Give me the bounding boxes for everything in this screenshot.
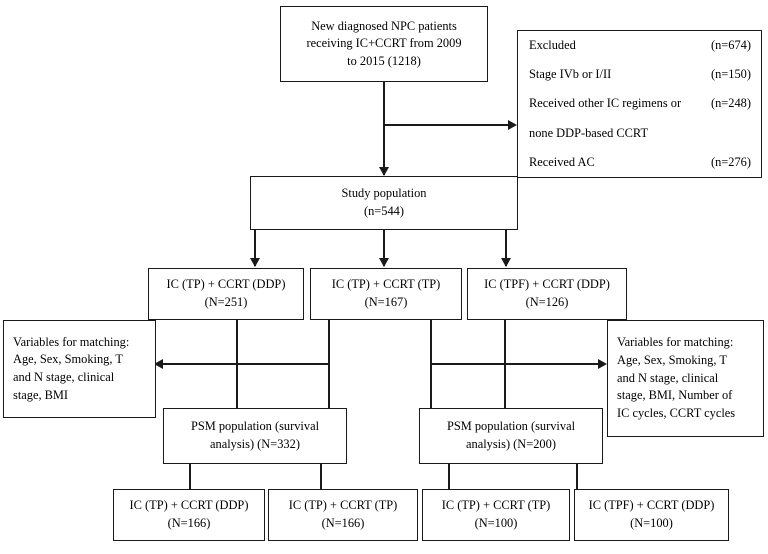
connector-study-to-group-b: [383, 230, 385, 266]
arrowhead-to-study-population: [379, 167, 389, 176]
excluded-count: (n=674): [710, 38, 751, 53]
excluded-label: Received other IC regimens or: [529, 96, 682, 111]
node-final-2-line1: IC (TP) + CCRT (TP): [288, 498, 398, 513]
node-final-1-line1: IC (TP) + CCRT (DDP): [129, 498, 249, 513]
node-group-b-line1: IC (TP) + CCRT (TP): [331, 277, 441, 292]
connector-psm-left-to-final-1: [189, 464, 191, 489]
node-variables-right-line2: Age, Sex, Smoking, T: [617, 353, 727, 368]
node-final-1: IC (TP) + CCRT (DDP) (N=166): [113, 489, 265, 541]
connector-psm-left-to-final-2: [320, 464, 322, 489]
node-final-2: IC (TP) + CCRT (TP) (N=166): [268, 489, 418, 541]
node-study-population-line1: Study population: [341, 186, 427, 201]
connector-psm-right-to-final-3: [448, 464, 450, 489]
node-cohort-line2: receiving IC+CCRT from 2009: [306, 36, 462, 51]
connector-study-to-group-c: [505, 230, 507, 266]
node-group-c: IC (TPF) + CCRT (DDP) (N=126): [467, 268, 627, 320]
node-final-1-line2: (N=166): [167, 516, 211, 530]
node-group-c-line1: IC (TPF) + CCRT (DDP): [484, 277, 610, 292]
node-final-3: IC (TP) + CCRT (TP) (N=100): [422, 489, 570, 541]
node-variables-right-line5: IC cycles, CCRT cycles: [617, 405, 736, 420]
arrowhead-variables-left: [154, 359, 163, 369]
arrowhead-to-excluded: [508, 120, 517, 130]
node-group-b-line2: (N=167): [364, 295, 408, 309]
node-group-a: IC (TP) + CCRT (DDP) (N=251): [148, 268, 304, 320]
node-study-population-line2: (n=544): [363, 204, 405, 218]
node-final-4-line2: (N=100): [630, 516, 673, 530]
node-group-c-line2: (N=126): [525, 295, 569, 309]
node-psm-left: PSM population (survival analysis) (N=33…: [163, 408, 347, 464]
excluded-label: Stage IVb or I/II: [529, 67, 612, 82]
node-variables-left-line1: Variables for matching:: [13, 334, 130, 349]
connector-to-variables-right: [430, 363, 602, 365]
connector-cohort-trunk: [383, 82, 385, 175]
arrowhead-group-b: [379, 258, 389, 267]
arrowhead-group-a: [250, 258, 260, 267]
node-group-a-line2: (N=251): [204, 295, 248, 309]
node-excluded: Excluded (n=674) Stage IVb or I/II (n=15…: [517, 30, 762, 178]
node-variables-right-line4: stage, BMI, Number of: [617, 388, 733, 403]
node-cohort: New diagnosed NPC patients receiving IC+…: [280, 6, 488, 82]
node-psm-left-line2: analysis) (N=332): [210, 437, 300, 451]
connector-study-to-group-a: [254, 230, 256, 266]
arrowhead-group-c: [501, 258, 511, 267]
node-variables-left-line4: stage, BMI: [13, 387, 69, 402]
excluded-label: Received AC: [529, 154, 595, 169]
excluded-count: (n=248): [710, 96, 751, 111]
node-final-3-line1: IC (TP) + CCRT (TP): [441, 498, 551, 513]
excluded-count: (n=276): [710, 154, 751, 169]
node-variables-left: Variables for matching: Age, Sex, Smokin…: [3, 320, 156, 418]
node-variables-right-line1: Variables for matching:: [617, 335, 734, 350]
excluded-row: none DDP-based CCRT: [518, 126, 761, 141]
node-psm-right-line2: analysis) (N=200): [466, 437, 556, 451]
node-variables-left-line3: and N stage, clinical: [13, 370, 115, 384]
node-group-a-line1: IC (TP) + CCRT (DDP): [166, 277, 286, 292]
arrowhead-variables-right: [598, 359, 607, 369]
node-variables-right: Variables for matching: Age, Sex, Smokin…: [607, 320, 764, 437]
node-final-4: IC (TPF) + CCRT (DDP) (N=100): [574, 489, 729, 541]
node-variables-left-line2: Age, Sex, Smoking, T: [13, 352, 123, 367]
node-cohort-line3: to 2015 (1218): [347, 53, 421, 68]
node-final-3-line2: (N=100): [474, 516, 518, 530]
excluded-label: none DDP-based CCRT: [529, 125, 649, 140]
connector-to-variables-left: [162, 363, 329, 365]
node-final-2-line2: (N=166): [321, 516, 365, 530]
node-final-4-line1: IC (TPF) + CCRT (DDP): [588, 498, 715, 513]
node-psm-left-line1: PSM population (survival: [190, 419, 320, 434]
node-cohort-line1: New diagnosed NPC patients: [311, 18, 457, 33]
connector-cohort-to-excluded: [383, 124, 509, 126]
excluded-row: Received AC (n=276): [518, 155, 761, 170]
node-psm-right: PSM population (survival analysis) (N=20…: [419, 408, 603, 464]
excluded-row: Excluded (n=674): [518, 38, 761, 53]
excluded-label: Excluded: [529, 38, 576, 53]
node-group-b: IC (TP) + CCRT (TP) (N=167): [310, 268, 462, 320]
node-study-population: Study population (n=544): [250, 176, 518, 230]
excluded-count: (n=150): [710, 67, 751, 82]
node-variables-right-line3: and N stage, clinical: [617, 370, 719, 385]
node-psm-right-line1: PSM population (survival: [446, 419, 576, 434]
excluded-row: Received other IC regimens or (n=248): [518, 96, 761, 111]
connector-psm-right-to-final-4: [576, 464, 578, 489]
excluded-row: Stage IVb or I/II (n=150): [518, 67, 761, 82]
